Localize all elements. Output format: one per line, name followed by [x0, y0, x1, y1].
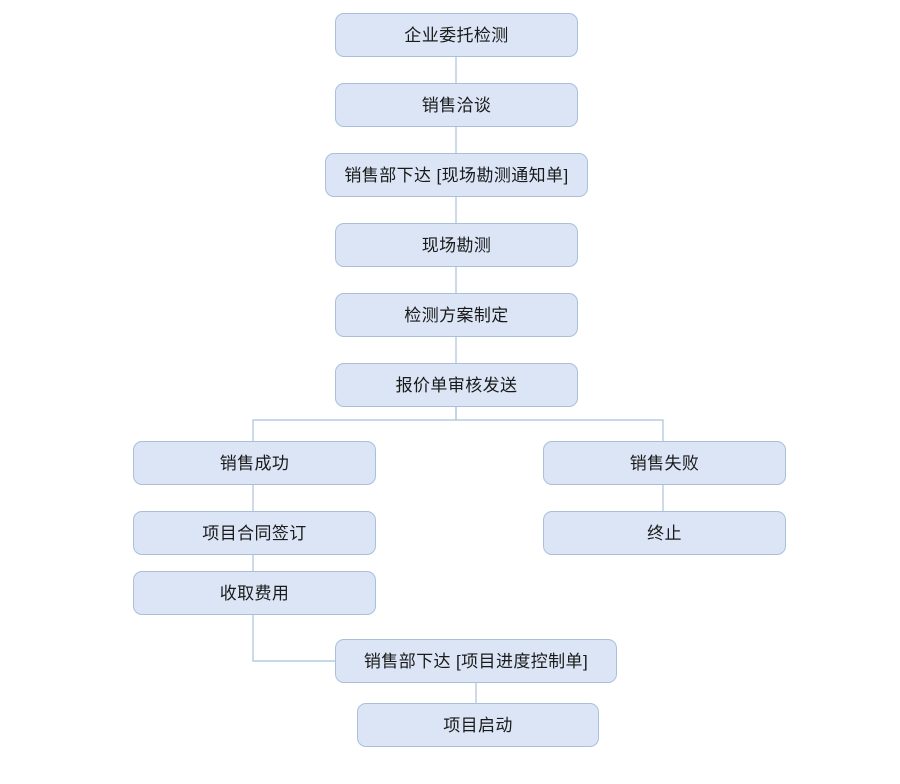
- flow-node-label: 企业委托检测: [404, 25, 509, 45]
- flow-node-label: 销售部下达 [项目进度控制单]: [363, 651, 589, 671]
- flow-edge-n11-to-n12: [252, 615, 335, 662]
- flow-node-label: 收取费用: [219, 583, 290, 603]
- flow-node-n12[interactable]: 销售部下达 [项目进度控制单]: [335, 639, 617, 683]
- flow-node-n9[interactable]: 项目合同签订: [133, 511, 376, 555]
- flow-node-label: 销售失败: [629, 453, 700, 473]
- flow-node-n1[interactable]: 企业委托检测: [335, 13, 578, 57]
- flow-node-n7[interactable]: 销售成功: [133, 441, 376, 485]
- flow-node-label: 报价单审核发送: [395, 375, 518, 395]
- flow-node-n11[interactable]: 收取费用: [133, 571, 376, 615]
- flow-node-label: 检测方案制定: [404, 305, 509, 325]
- flow-edge-n6-to-n7: [252, 407, 457, 441]
- flow-node-n3[interactable]: 销售部下达 [现场勘测通知单]: [325, 153, 588, 197]
- flow-node-label: 项目合同签订: [202, 523, 307, 543]
- flow-node-label: 销售洽谈: [421, 95, 492, 115]
- flow-node-label: 现场勘测: [421, 235, 492, 255]
- flow-node-n4[interactable]: 现场勘测: [335, 223, 578, 267]
- flow-node-n5[interactable]: 检测方案制定: [335, 293, 578, 337]
- flow-node-n13[interactable]: 项目启动: [357, 703, 599, 747]
- flow-node-n6[interactable]: 报价单审核发送: [335, 363, 578, 407]
- flow-node-n10[interactable]: 终止: [543, 511, 786, 555]
- flow-node-label: 终止: [647, 523, 682, 543]
- flow-node-n8[interactable]: 销售失败: [543, 441, 786, 485]
- flow-node-n2[interactable]: 销售洽谈: [335, 83, 578, 127]
- flow-node-label: 销售部下达 [现场勘测通知单]: [344, 165, 569, 185]
- flow-node-label: 销售成功: [219, 453, 290, 473]
- flow-node-label: 项目启动: [443, 715, 513, 735]
- flow-edge-n6-to-n8: [455, 407, 664, 441]
